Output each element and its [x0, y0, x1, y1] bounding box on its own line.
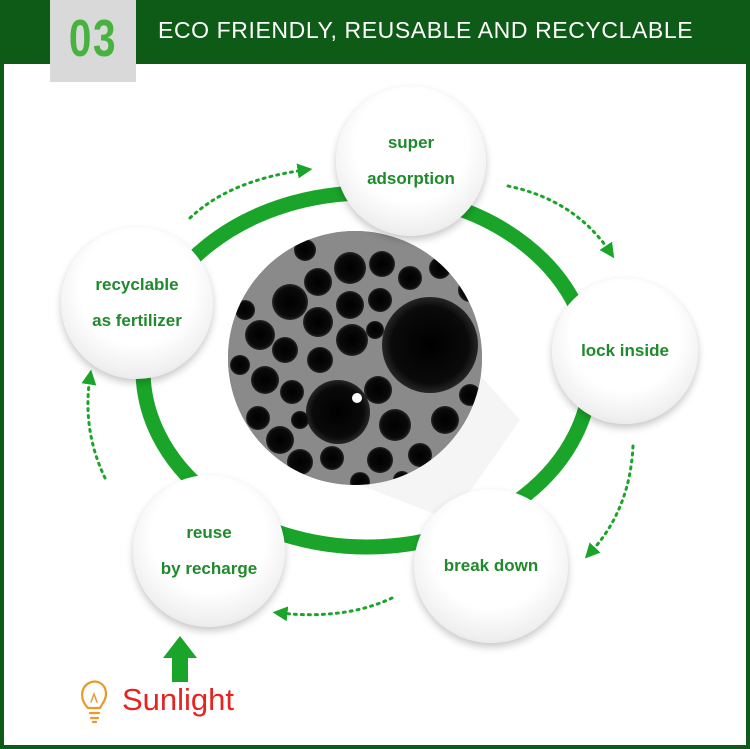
node-lock-inside: lock inside: [552, 278, 698, 424]
section-number: 03: [68, 10, 118, 68]
node-label: lock inside: [581, 341, 669, 360]
node-label: reuse: [186, 523, 232, 542]
node-label: adsorption: [367, 169, 455, 188]
content-frame: [0, 64, 750, 749]
node-label: as fertilizer: [92, 311, 182, 330]
node-reuse-by-recharge: reuse by recharge: [133, 475, 285, 627]
dotted-arrow: [188, 163, 313, 220]
sunlight-label: Sunlight: [122, 682, 235, 717]
porous-structure-image: [228, 231, 520, 520]
section-number-box: 03: [50, 0, 136, 82]
node-break-down: break down: [414, 489, 568, 643]
dotted-arrow: [506, 184, 615, 259]
node-label: recyclable: [95, 275, 179, 294]
node-label: by recharge: [160, 559, 258, 578]
section-title: ECO FRIENDLY, REUSABLE AND RECYCLABLE: [158, 17, 694, 43]
dotted-arrow: [81, 369, 107, 480]
dotted-arrow: [272, 596, 394, 622]
node-super-adsorption: super adsorption: [336, 86, 486, 236]
node-label: break down: [443, 556, 539, 575]
dotted-arrow: [584, 444, 635, 559]
node-label: super: [387, 133, 435, 152]
node-recyclable-as-fertilizer: recyclable as fertilizer: [61, 227, 213, 379]
